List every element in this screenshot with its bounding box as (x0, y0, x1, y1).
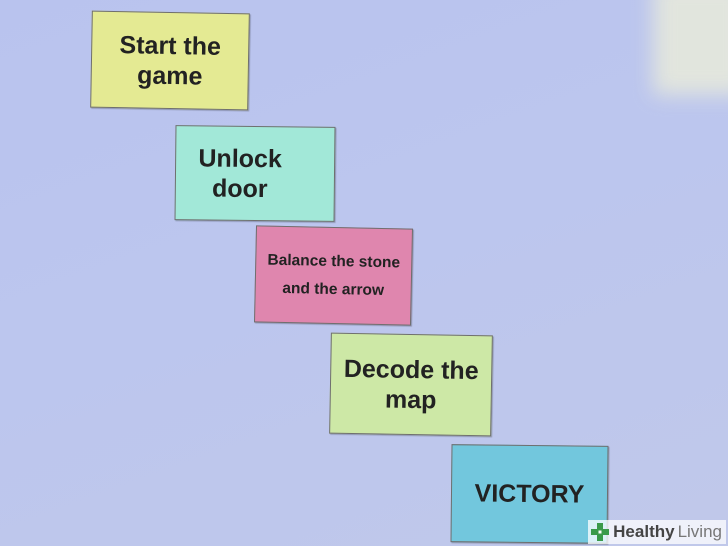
healthy-living-watermark: Healthy Living (588, 520, 726, 544)
plus-cross-icon (591, 523, 610, 541)
step-card-victory: VICTORY (450, 444, 609, 544)
step-label: Unlock door (198, 143, 282, 203)
step-label: VICTORY (474, 479, 585, 509)
step-label: Start the game (119, 30, 222, 91)
watermark-brand-bold: Healthy (613, 522, 675, 541)
step-card-balance: Balance the stone and the arrow (254, 225, 413, 326)
blurred-corner-object (653, 0, 728, 95)
step-label: Decode the map (343, 354, 479, 414)
step-card-start: Start the game (90, 10, 250, 111)
step-card-decode: Decode the map (329, 332, 493, 437)
watermark-brand-light: Living (677, 522, 722, 541)
step-card-unlock: Unlock door (174, 125, 336, 222)
step-label: Balance the stone and the arrow (267, 251, 401, 299)
